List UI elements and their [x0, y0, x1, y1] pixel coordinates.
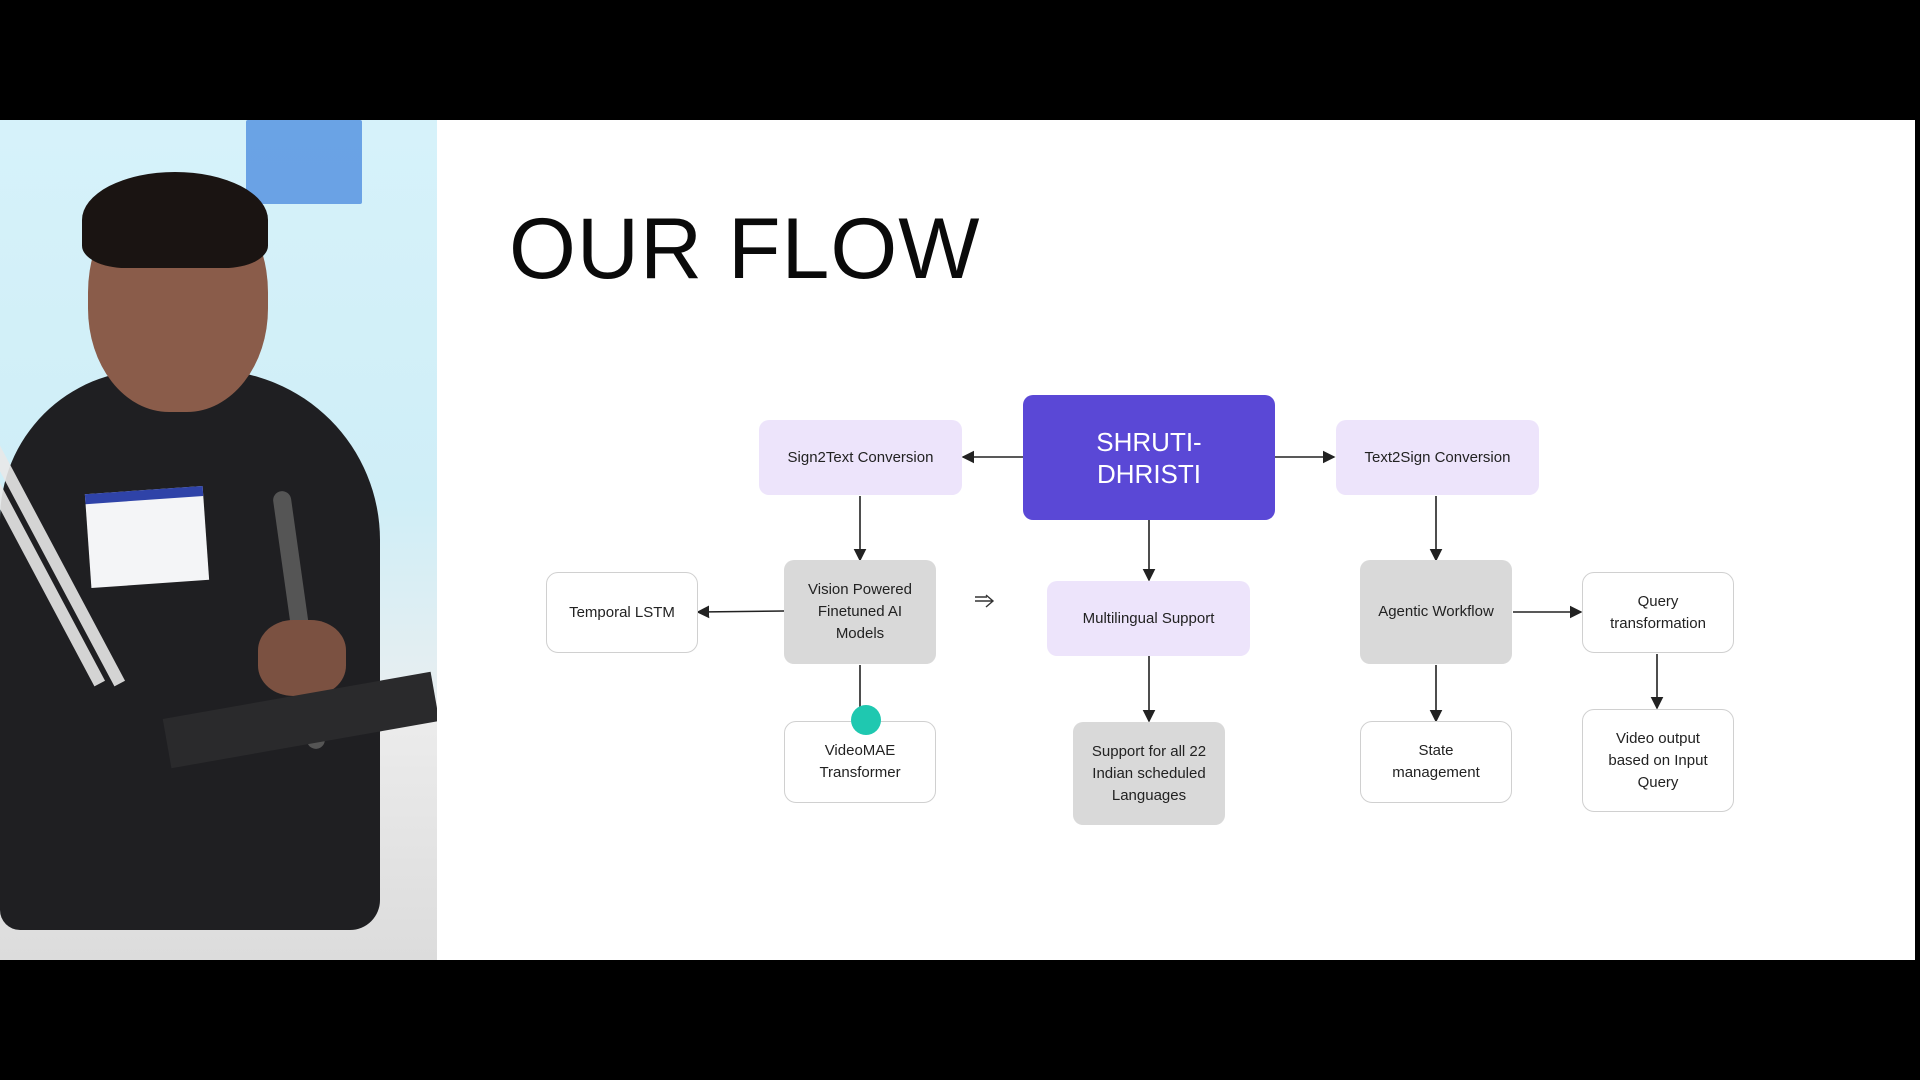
node-text2sign-conversion: Text2Sign Conversion	[1336, 420, 1539, 495]
pointer-dot	[851, 705, 881, 735]
presenter-hair	[82, 172, 268, 268]
node-agentic-workflow: Agentic Workflow	[1360, 560, 1512, 664]
background-sign	[246, 120, 362, 204]
arrow-icon	[975, 594, 995, 608]
slide-title: OUR FLOW	[509, 201, 981, 297]
slide: OUR FLOW SHRUTI- DHRISTI Sign2Text Conve…	[437, 120, 1915, 960]
node-vision-models: Vision Powered Finetuned AI Models	[784, 560, 936, 664]
flow-connectors	[696, 450, 1664, 723]
presenter-video	[0, 120, 437, 960]
node-query-transformation: Query transformation	[1582, 572, 1734, 653]
edge-vision-to-temporal	[696, 605, 785, 619]
node-video-output: Video output based on Input Query	[1582, 709, 1734, 812]
presenter-hand	[258, 620, 346, 696]
name-badge	[84, 485, 210, 589]
node-22-languages-support: Support for all 22 Indian scheduled Lang…	[1073, 722, 1225, 825]
node-shruti-dhristi: SHRUTI- DHRISTI	[1023, 395, 1275, 520]
node-videomae-transformer: VideoMAE Transformer	[784, 721, 936, 803]
node-state-management: State management	[1360, 721, 1512, 803]
node-sign2text-conversion: Sign2Text Conversion	[759, 420, 962, 495]
node-multilingual-support: Multilingual Support	[1047, 581, 1250, 656]
node-temporal-lstm: Temporal LSTM	[546, 572, 698, 653]
